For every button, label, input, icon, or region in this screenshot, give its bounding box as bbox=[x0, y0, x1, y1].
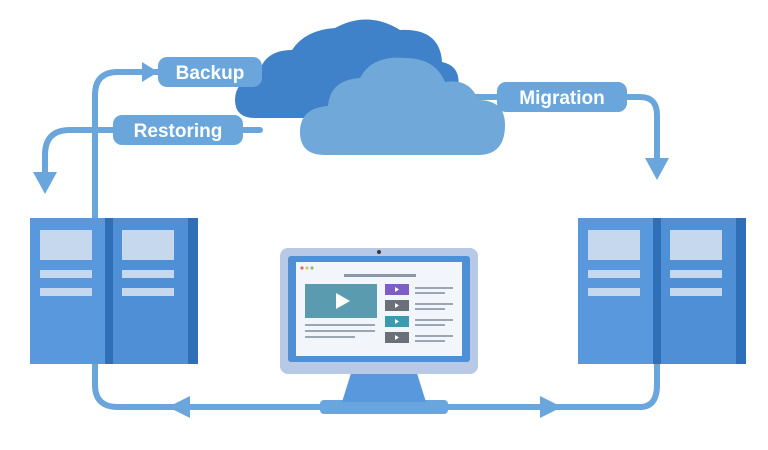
restoring-label: Restoring bbox=[113, 115, 243, 145]
left-server-slot-2b bbox=[122, 288, 174, 296]
restoring-path bbox=[42, 127, 263, 183]
left-server-panel-1 bbox=[40, 230, 92, 260]
screen-title-bar bbox=[344, 274, 416, 277]
cloud-icon bbox=[235, 19, 505, 155]
backup-label-text: Backup bbox=[176, 63, 245, 84]
right-server-panel-2 bbox=[670, 230, 722, 260]
monitor-camera bbox=[377, 250, 381, 254]
window-dot-2 bbox=[305, 266, 309, 270]
right-server-panel-1 bbox=[588, 230, 640, 260]
arrowheads bbox=[33, 62, 669, 418]
right-bottom-arrowhead bbox=[540, 396, 562, 418]
left-server-divider bbox=[105, 218, 113, 364]
restoring-label-bg bbox=[113, 115, 243, 145]
right-server-slot-1a bbox=[588, 270, 640, 278]
right-server-side bbox=[736, 218, 746, 364]
right-server-icon bbox=[578, 218, 746, 364]
restoring-arrowhead bbox=[33, 172, 57, 194]
left-server-panel-2 bbox=[122, 230, 174, 260]
restoring-label-text: Restoring bbox=[134, 121, 223, 142]
backup-path bbox=[92, 69, 163, 223]
video-caption-3 bbox=[305, 336, 355, 338]
right-server-slot-2a bbox=[670, 270, 722, 278]
right-server-divider bbox=[653, 218, 661, 364]
left-server-side bbox=[188, 218, 198, 364]
video-caption-1 bbox=[305, 324, 375, 326]
right-server-slot-1b bbox=[588, 288, 640, 296]
migration-arrowhead bbox=[645, 158, 669, 180]
left-server-icon bbox=[30, 218, 198, 364]
migration-label-text: Migration bbox=[519, 88, 605, 109]
backup-arrowhead bbox=[142, 62, 158, 82]
monitor-stand-base bbox=[320, 400, 448, 414]
play-icon bbox=[336, 293, 350, 309]
thumb-text-lines bbox=[415, 287, 453, 342]
video-caption-2 bbox=[305, 330, 375, 332]
window-dot-3 bbox=[310, 266, 314, 270]
monitor-icon bbox=[280, 248, 478, 414]
left-server-slot-1a bbox=[40, 270, 92, 278]
migration-label: Migration bbox=[497, 82, 627, 112]
migration-label-bg bbox=[497, 82, 627, 112]
backup-label-bg bbox=[158, 57, 262, 87]
left-server-slot-2a bbox=[122, 270, 174, 278]
left-server-slot-1b bbox=[40, 288, 92, 296]
cloud-front-shape bbox=[300, 57, 505, 155]
window-dot-1 bbox=[300, 266, 304, 270]
left-bottom-arrowhead bbox=[168, 396, 190, 418]
thumb-play-icons bbox=[395, 287, 399, 340]
backup-label: Backup bbox=[158, 57, 262, 87]
right-server-slot-2b bbox=[670, 288, 722, 296]
monitor-stand-neck bbox=[342, 370, 426, 402]
